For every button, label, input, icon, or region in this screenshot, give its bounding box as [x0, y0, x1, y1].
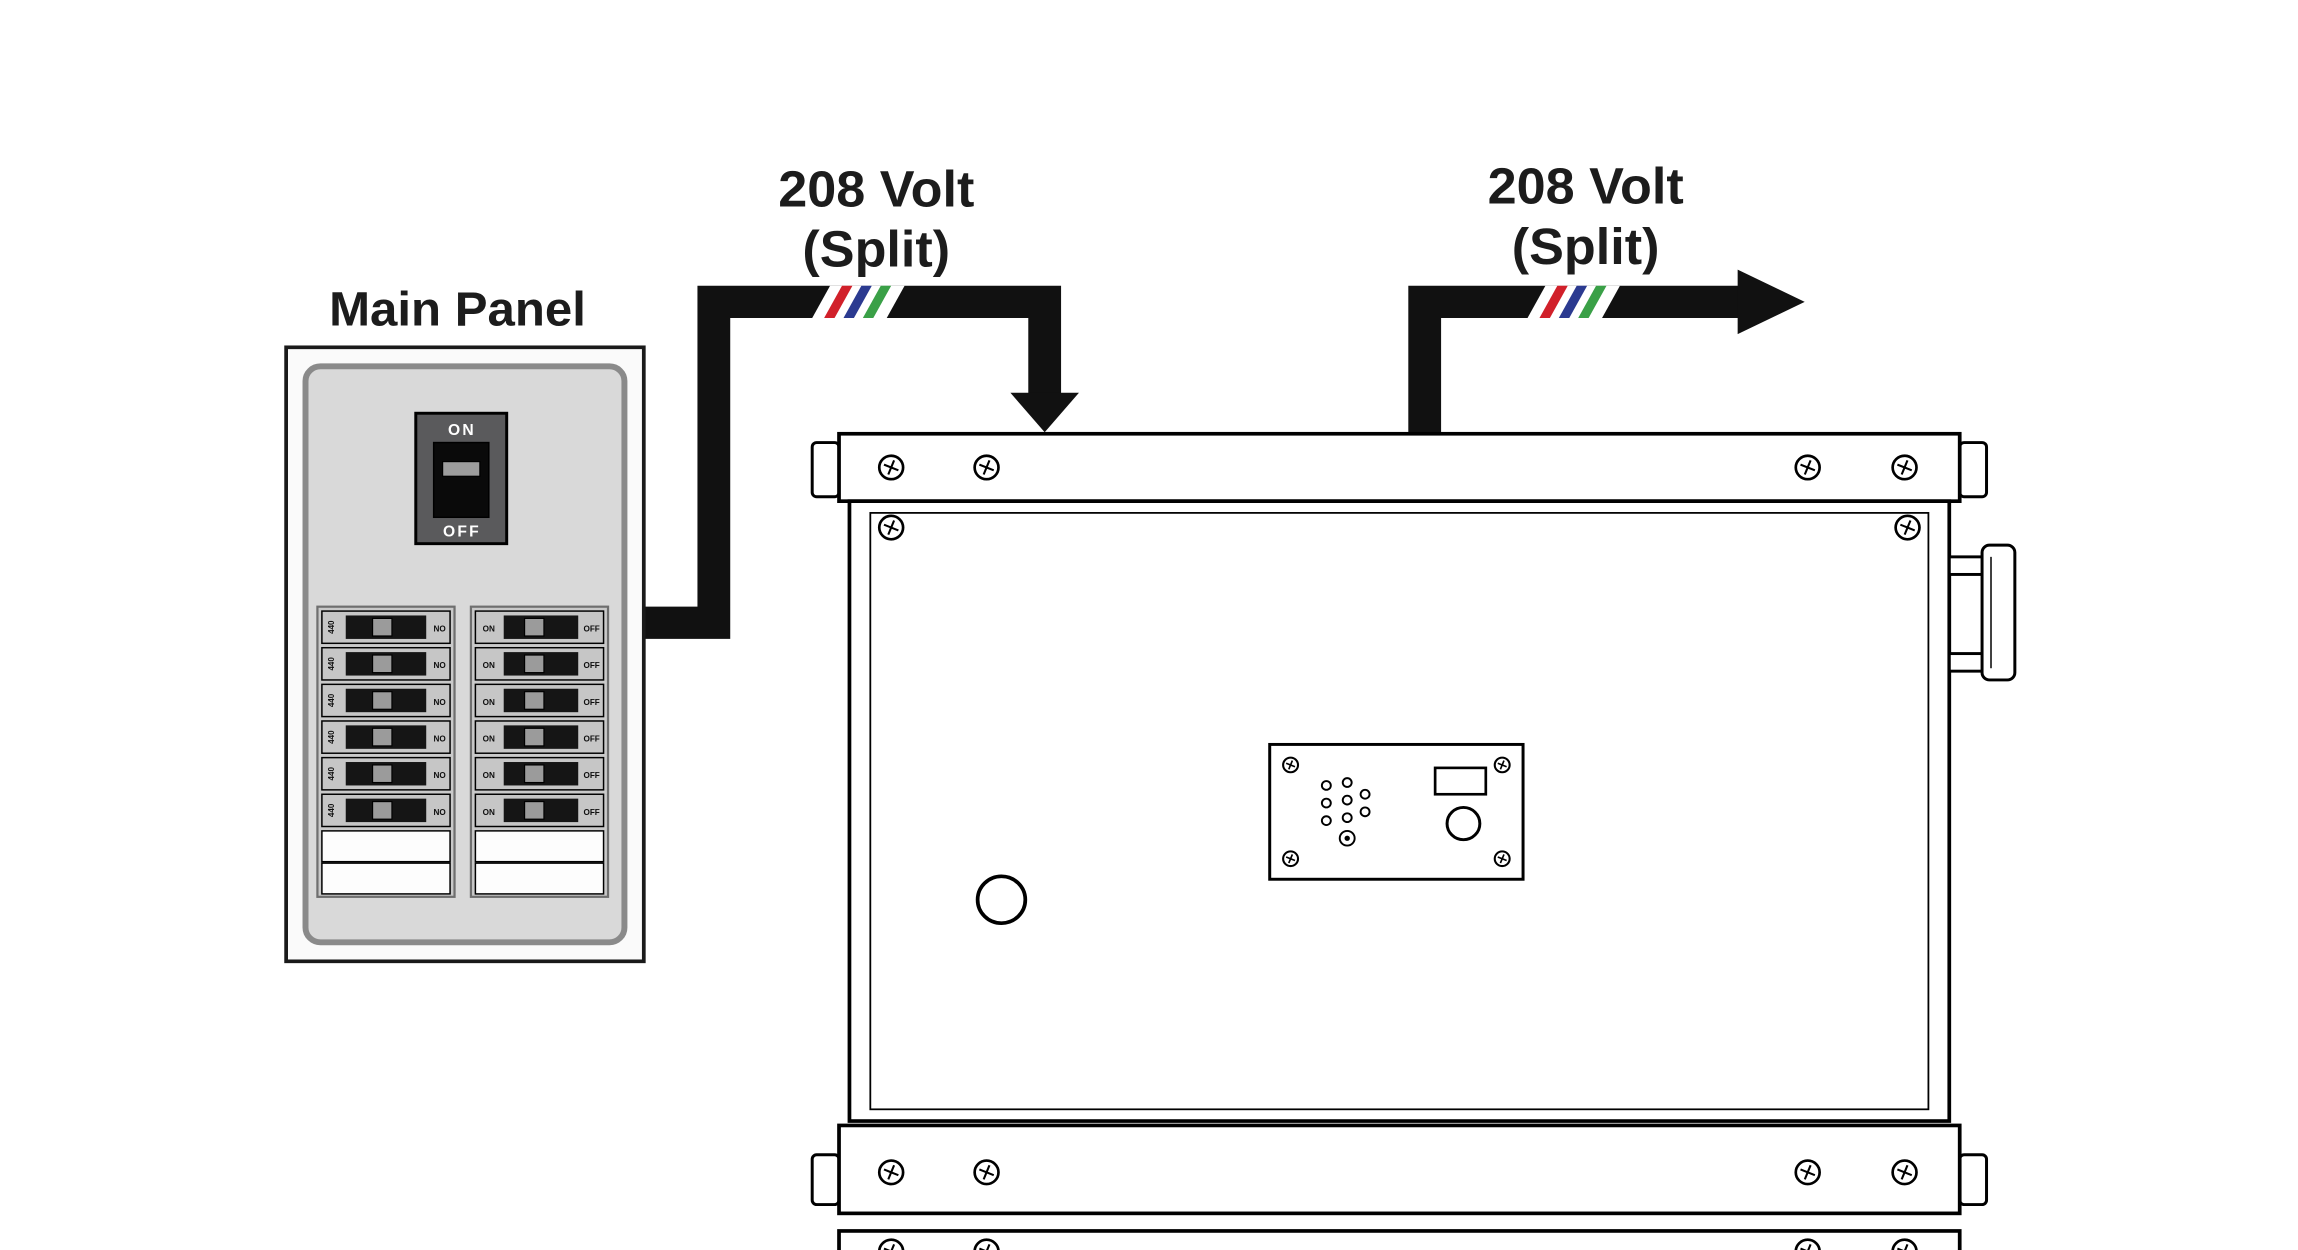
equipment-box	[810, 431, 2017, 1250]
mount-tab	[1958, 1153, 1989, 1207]
svg-text:NO: NO	[433, 735, 445, 744]
cable-left-arrowhead-icon	[1010, 392, 1079, 433]
empty-breaker-slot	[474, 862, 605, 895]
svg-text:NO: NO	[433, 661, 445, 670]
screw-icon	[1282, 850, 1300, 868]
main-switch-bezel	[414, 411, 509, 546]
svg-text:ON: ON	[483, 735, 495, 744]
indicator-window	[1433, 766, 1488, 796]
main-switch-on-label: ON	[448, 422, 476, 439]
side-latch	[1947, 543, 2017, 682]
left-cable-split-label: (Split)	[802, 220, 950, 278]
svg-text:440: 440	[327, 803, 336, 817]
main-switch-toggle	[442, 461, 481, 477]
control-panel-plate	[1268, 742, 1525, 881]
main-panel-title: Main Panel	[329, 283, 586, 337]
svg-text:OFF: OFF	[583, 661, 599, 670]
breaker-row: 440 NO	[321, 646, 451, 681]
svg-text:NO: NO	[433, 698, 445, 707]
right-cable-split-label: (Split)	[1512, 217, 1660, 275]
empty-breaker-slot	[474, 830, 605, 863]
left-cable-volt-label: 208 Volt	[778, 160, 974, 218]
svg-text:NO: NO	[433, 625, 445, 634]
svg-text:ON: ON	[483, 698, 495, 707]
cable-right-path	[1408, 285, 1741, 440]
knockout-hole	[975, 874, 1028, 926]
breaker-row: 440 NO	[321, 610, 451, 645]
cable-right	[1408, 269, 1805, 440]
breaker-row: 440 NO	[321, 793, 451, 828]
svg-text:440: 440	[327, 693, 336, 707]
main-switch: ON OFF	[414, 411, 509, 546]
screw-icon	[973, 454, 1000, 481]
main-switch-slot	[432, 441, 490, 519]
svg-text:ON: ON	[483, 625, 495, 634]
svg-text:NO: NO	[433, 808, 445, 817]
breaker-row: ON OFF	[474, 610, 605, 645]
breaker-row: 440 NO	[321, 756, 451, 791]
svg-text:440: 440	[327, 767, 336, 781]
svg-text:OFF: OFF	[583, 808, 599, 817]
svg-text:ON: ON	[483, 808, 495, 817]
svg-text:OFF: OFF	[583, 771, 599, 780]
bottom-rail	[837, 1123, 1962, 1216]
main-breaker-panel: ON OFF 440 NO 440 NO 440 NO	[284, 345, 646, 964]
screw-icon	[1891, 1159, 1918, 1186]
svg-text:440: 440	[327, 730, 336, 744]
screw-icon	[1493, 756, 1511, 774]
svg-text:NO: NO	[433, 771, 445, 780]
screw-icon	[1891, 454, 1918, 481]
breaker-row: ON OFF	[474, 793, 605, 828]
cable-right-arrowhead-icon	[1737, 269, 1805, 335]
lower-section	[837, 1229, 1962, 1250]
svg-text:OFF: OFF	[583, 698, 599, 707]
cable-left-path	[637, 285, 1062, 639]
breaker-row: ON OFF	[474, 756, 605, 791]
cable-left	[637, 285, 1079, 639]
mount-tab	[810, 1153, 841, 1207]
main-switch-off-label: OFF	[443, 523, 481, 540]
top-rail	[837, 431, 1962, 504]
breaker-row: 440 NO	[321, 683, 451, 718]
svg-text:440: 440	[327, 657, 336, 671]
led-cluster	[1320, 777, 1371, 847]
reset-button	[1445, 805, 1482, 842]
screw-icon	[1794, 454, 1821, 481]
mount-tab	[810, 441, 841, 499]
breaker-row: 440 NO	[321, 720, 451, 754]
svg-text:ON: ON	[483, 771, 495, 780]
empty-breaker-slot	[321, 862, 451, 895]
svg-text:OFF: OFF	[583, 735, 599, 744]
screw-icon	[1282, 756, 1300, 774]
right-cable-volt-label: 208 Volt	[1488, 157, 1684, 215]
screw-icon	[877, 1159, 905, 1186]
svg-text:OFF: OFF	[583, 625, 599, 634]
breaker-row: ON OFF	[474, 683, 605, 718]
control-panel	[1268, 742, 1525, 881]
mount-tab	[1958, 441, 1989, 499]
screw-icon	[1794, 1159, 1821, 1186]
breaker-row: ON OFF	[474, 720, 605, 754]
breaker-row: ON OFF	[474, 646, 605, 681]
screw-icon	[1894, 514, 1921, 541]
empty-breaker-slot	[321, 830, 451, 863]
screw-icon	[877, 454, 905, 481]
svg-text:ON: ON	[483, 661, 495, 670]
svg-text:440: 440	[327, 620, 336, 634]
screw-icon	[1493, 850, 1511, 868]
screw-icon	[973, 1159, 1000, 1186]
box-body-inner-line	[869, 512, 1930, 1111]
screw-icon	[877, 514, 905, 541]
